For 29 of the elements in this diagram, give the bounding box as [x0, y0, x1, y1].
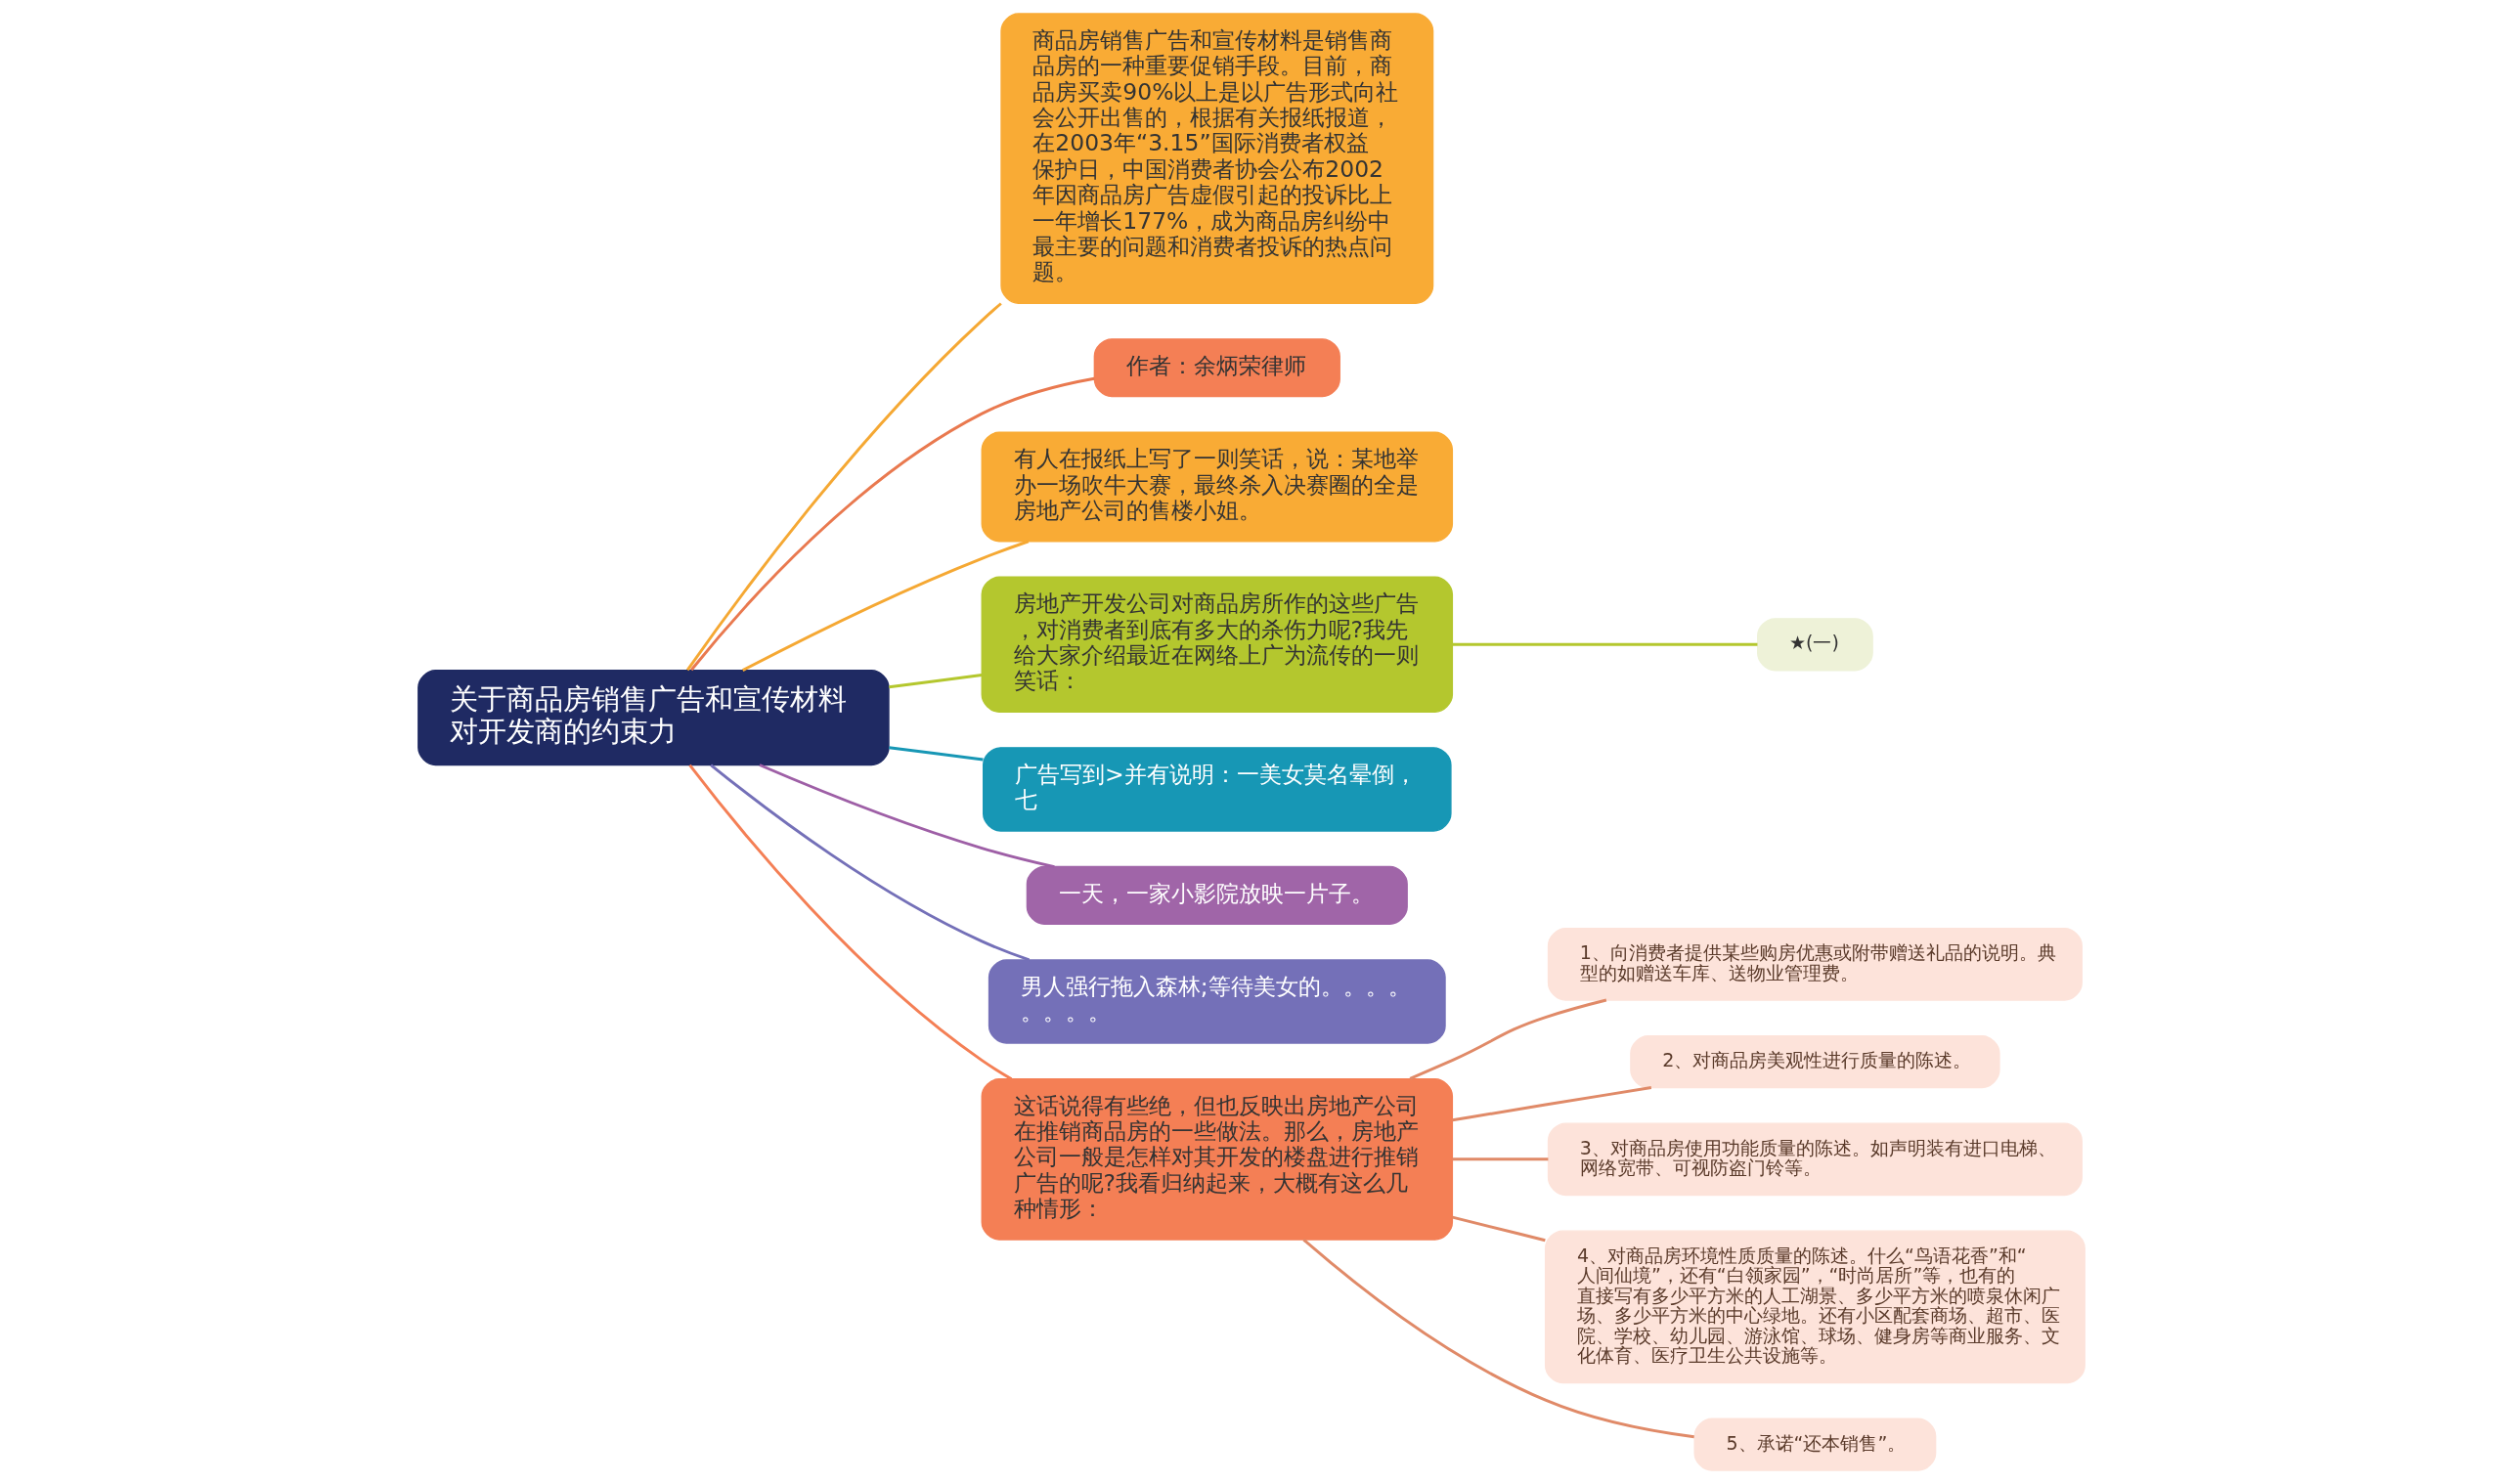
connector	[742, 540, 1030, 672]
connector	[1409, 998, 1607, 1080]
connector	[1452, 1086, 1652, 1122]
connector	[1452, 1215, 1546, 1243]
connector	[1452, 642, 1758, 646]
node-box: 有人在报纸上写了一则笑话，说：某地举办一场吹牛大赛，最终杀入决赛圈的全是房地产公司的售楼小姐。	[981, 431, 1454, 543]
node-box: 男人强行拖入森林;等待美女的。。。。。。。。	[988, 959, 1446, 1044]
node-box: ★(一)	[1757, 618, 1873, 672]
node-box: 广告写到>并有说明：一美女莫名晕倒，七	[983, 747, 1452, 832]
node-box: 4、对商品房环境性质质量的陈述。什么“鸟语花香”和“人间仙境”，还有“白领家园”，“时尚居所”等，也有的直接写有多少平方米的人工湖景、多少平方米的喷泉休闲广场、多少平方米的中心绿地。还有小区配套商场、超市、医院、学校、幼儿园、游泳馆、球场、健身房等商业服务、文化体育、医疗卫生公共设施等。	[1544, 1230, 2086, 1384]
node-box: 商品房销售广告和宣传材料是销售商品房的一种重要促销手段。目前，商品房买卖90%以上是以广告形式向社会公开出售的，根据有关报纸报道，在2003年“3.15”国际消费者权益保护日，中国消费者协会公布2002年因商品房广告虚假引起的投诉比上一年增长177%，成为商品房纠纷中最主要的问题和消费者投诉的热点问题。	[1000, 13, 1434, 304]
connector	[1452, 1157, 1549, 1161]
connector	[1302, 1239, 1694, 1439]
connector	[685, 302, 1002, 672]
node-box: 1、向消费者提供某些购房优惠或附带赠送礼品的说明。典型的如赠送车库、送物业管理费。	[1547, 927, 2083, 1001]
node-box: 房地产开发公司对商品房所作的这些广告，对消费者到底有多大的杀伤力呢?我先给大家介绍最近在网络上广为流传的一则笑话：	[981, 576, 1454, 713]
connector	[889, 674, 983, 689]
connector	[690, 376, 1095, 672]
node-box: 2、对商品房美观性进行质量的陈述。	[1630, 1034, 2000, 1089]
node-box: 3、对商品房使用功能质量的陈述。如声明装有进口电梯、网络宽带、可视防盗门铃等。	[1547, 1122, 2083, 1197]
connector	[759, 764, 1055, 869]
node-box: 一天，一家小影院放映一片子。	[1026, 865, 1408, 925]
node-box: 这话说得有些绝，但也反映出房地产公司在推销商品房的一些做法。那么，房地产公司一般是怎样对其开发的楼盘进行推销广告的呢?我看归纳起来，大概有这么几种情形：	[981, 1077, 1454, 1241]
connector	[889, 746, 984, 762]
node-box: 5、承诺“还本销售”。	[1693, 1418, 1937, 1471]
connector	[710, 764, 1031, 962]
node-box: 作者：余炳荣律师	[1093, 338, 1340, 398]
node-box: 关于商品房销售广告和宣传材料对开发商的约束力	[417, 669, 890, 766]
connector	[688, 764, 1013, 1080]
